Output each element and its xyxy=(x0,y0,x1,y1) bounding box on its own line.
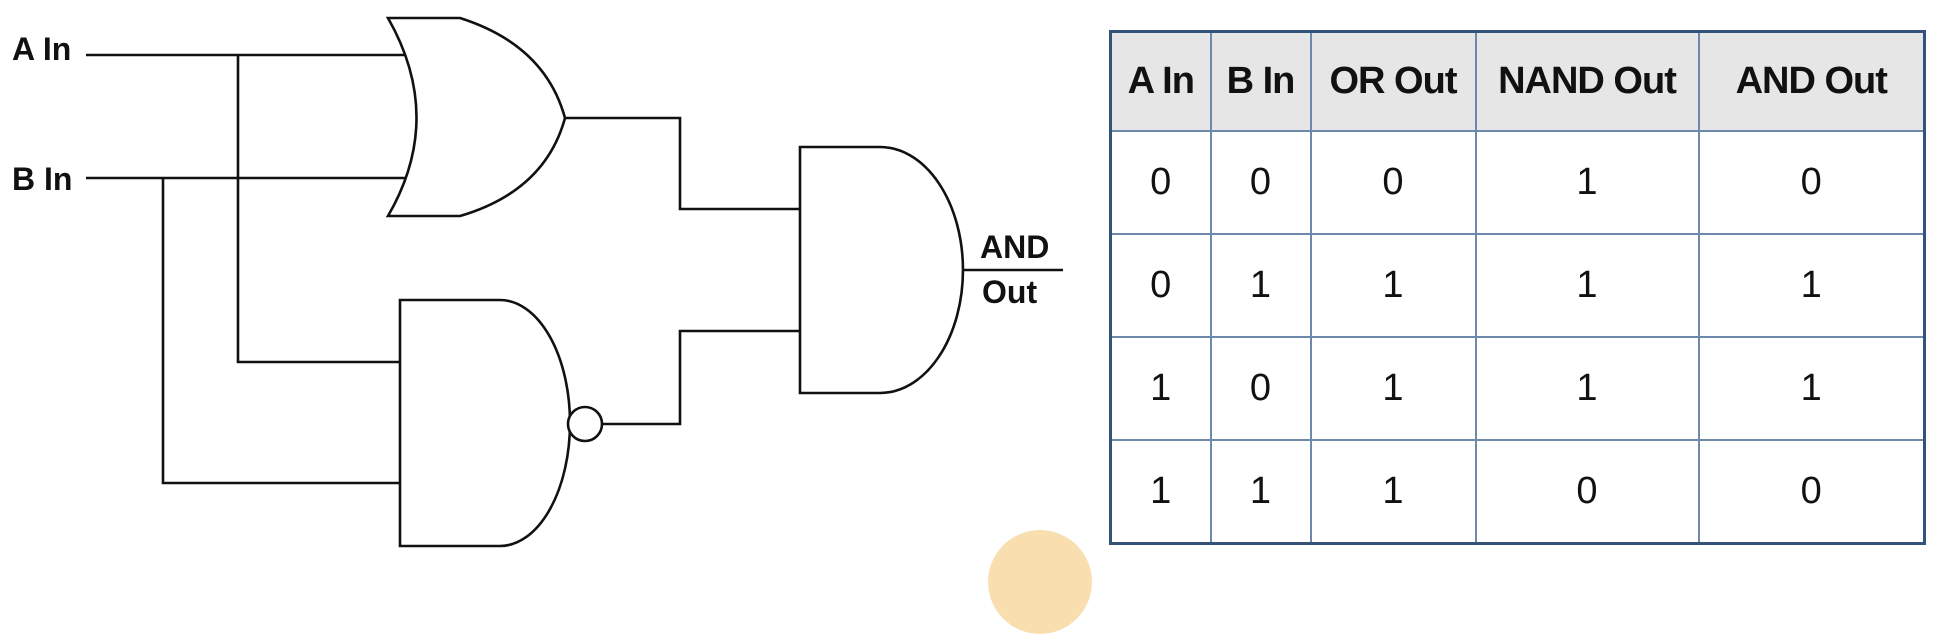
table-cell: 1 xyxy=(1209,233,1312,338)
table-cell: 1 xyxy=(1474,233,1700,338)
nand-inversion-bubble-icon xyxy=(566,405,604,443)
table-cell: 0 xyxy=(1109,130,1212,235)
table-header-row: A In B In OR Out NAND Out AND Out xyxy=(1109,30,1926,132)
header-and-out: AND Out xyxy=(1697,30,1926,132)
wire-b-to-nand xyxy=(161,178,400,485)
table-cell: 1 xyxy=(1697,233,1926,338)
nand-gate-icon xyxy=(398,298,572,548)
table-cell: 0 xyxy=(1209,130,1312,235)
wire-a-to-nand xyxy=(236,55,400,364)
header-or-out: OR Out xyxy=(1309,30,1477,132)
table-cell: 1 xyxy=(1309,439,1477,545)
table-cell: 0 xyxy=(1697,439,1926,545)
output-label-line2: Out xyxy=(982,274,1037,310)
and-gate-icon xyxy=(798,145,965,395)
header-a-in: A In xyxy=(1109,30,1212,132)
wire-or-to-and xyxy=(565,116,800,211)
table-row: 1 1 1 0 0 xyxy=(1109,439,1926,545)
table-cell: 1 xyxy=(1697,336,1926,441)
logic-circuit-diagram: A In B In AND Out xyxy=(12,16,1063,548)
watermark-circle xyxy=(988,530,1092,634)
table-cell: 0 xyxy=(1474,439,1700,545)
table-row: 0 0 0 1 0 xyxy=(1109,130,1926,235)
input-a-label: A In xyxy=(12,31,71,67)
header-b-in: B In xyxy=(1209,30,1312,132)
truth-table: A In B In OR Out NAND Out AND Out 0 0 0 … xyxy=(1109,30,1926,545)
table-cell: 0 xyxy=(1697,130,1926,235)
or-gate-icon xyxy=(385,16,567,218)
table-cell: 1 xyxy=(1309,336,1477,441)
table-cell: 0 xyxy=(1109,233,1212,338)
table-cell: 1 xyxy=(1474,336,1700,441)
output-label-line1: AND xyxy=(980,229,1049,265)
input-b-label: B In xyxy=(12,161,72,197)
table-cell: 0 xyxy=(1209,336,1312,441)
table-cell: 1 xyxy=(1109,439,1212,545)
wire-nand-to-and xyxy=(602,329,800,426)
table-cell: 0 xyxy=(1309,130,1477,235)
table-cell: 1 xyxy=(1209,439,1312,545)
header-nand-out: NAND Out xyxy=(1474,30,1700,132)
table-row: 0 1 1 1 1 xyxy=(1109,233,1926,338)
table-cell: 1 xyxy=(1474,130,1700,235)
table-cell: 1 xyxy=(1309,233,1477,338)
table-row: 1 0 1 1 1 xyxy=(1109,336,1926,441)
table-cell: 1 xyxy=(1109,336,1212,441)
